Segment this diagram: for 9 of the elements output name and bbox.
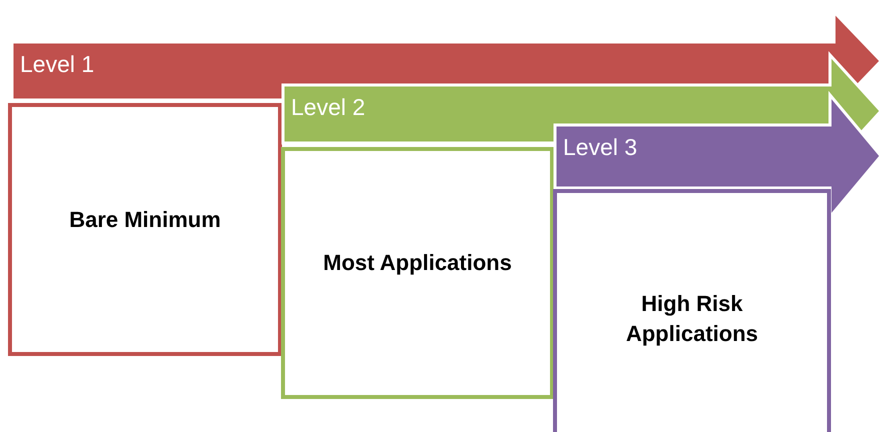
level-box — [8, 103, 282, 356]
level-description: High Risk Applications — [624, 290, 759, 348]
level-label: Level 2 — [291, 93, 366, 122]
level-label: Level 3 — [563, 133, 638, 162]
level-description: Bare Minimum — [69, 206, 221, 234]
level-box — [281, 147, 554, 399]
level-description: Most Applications — [323, 249, 512, 278]
level-box — [553, 189, 831, 432]
level-label: Level 1 — [20, 50, 94, 79]
